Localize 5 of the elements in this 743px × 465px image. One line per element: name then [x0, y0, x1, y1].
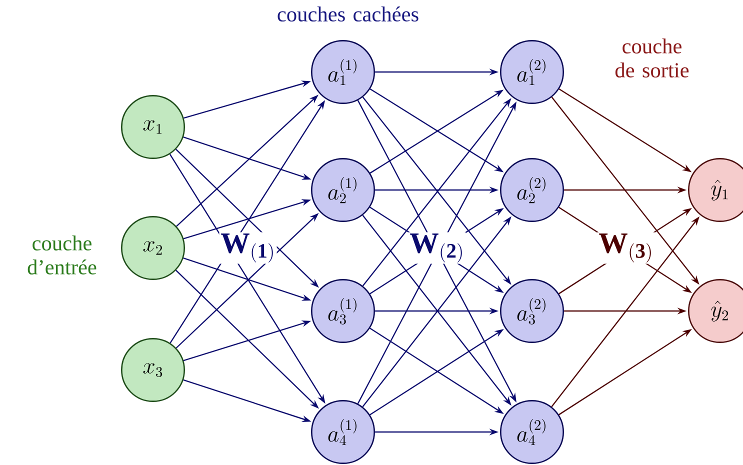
- layer-title: couche d’entrée: [28, 236, 96, 274]
- weight-label: $\mathbf{W}_{\mathbf{(1)}}$: [219, 232, 277, 264]
- weight-label: $\mathbf{W}_{\mathbf{(2)}}$: [408, 232, 466, 264]
- weight-label: $\mathbf{W}_{\mathbf{(3)}}$: [597, 232, 655, 264]
- layer-title: couche de sortie: [615, 38, 689, 78]
